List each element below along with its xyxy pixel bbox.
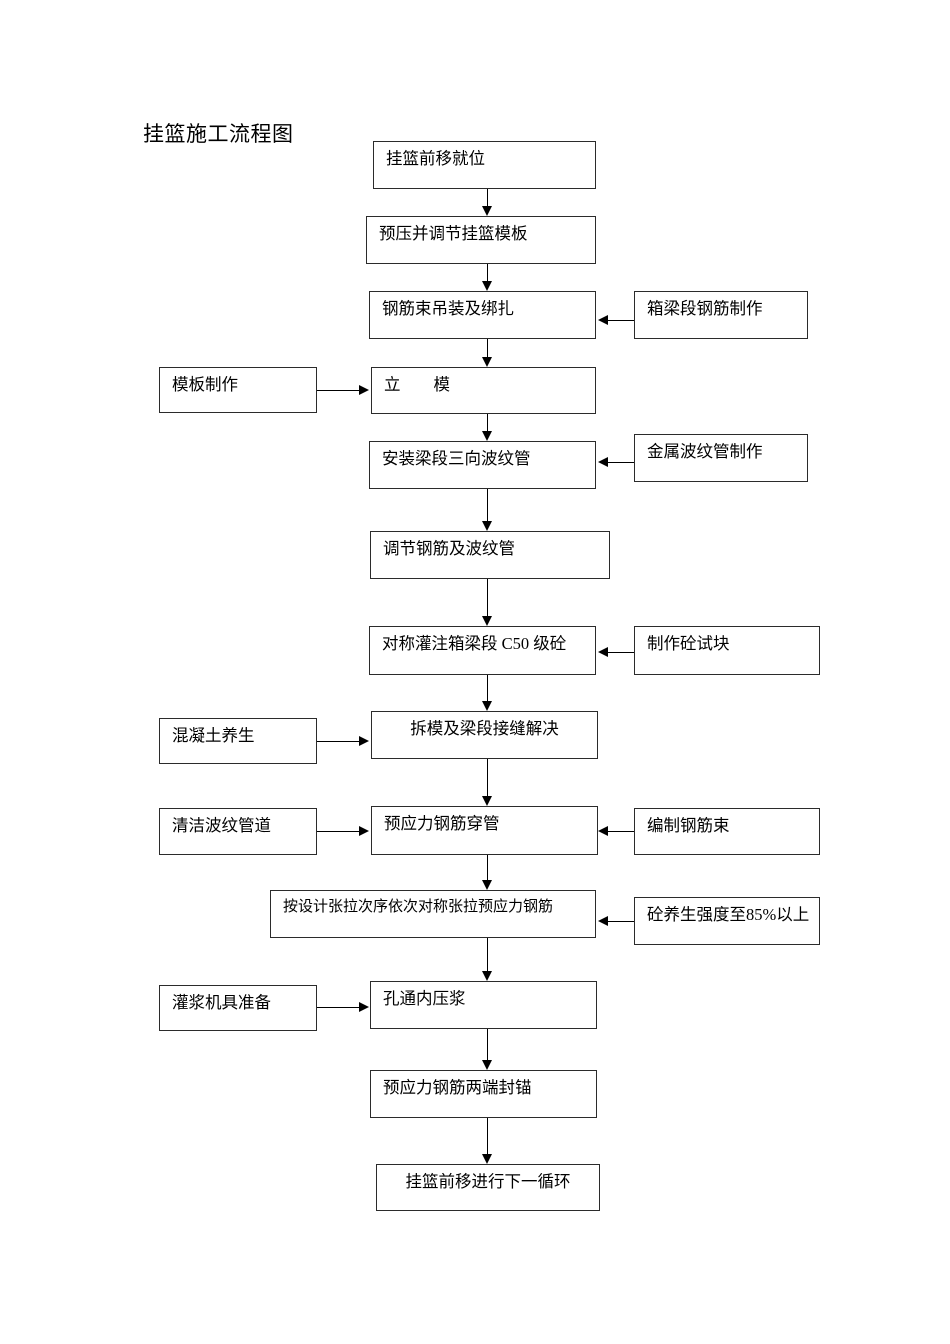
flow-connector-n5-n6-line	[487, 489, 488, 522]
flow-node-n10: 按设计张拉次序依次对称张拉预应力钢筋	[270, 890, 596, 938]
flow-connector-n9-n10-arrow	[482, 880, 492, 890]
flow-connector-n7-n8-line	[487, 675, 488, 702]
flow-node-n4: 立 模	[371, 367, 596, 414]
flow-connector-n7-n8-arrow	[482, 701, 492, 711]
flow-node-label: 安装梁段三向波纹管	[382, 449, 531, 468]
flow-node-n1: 挂篮前移就位	[373, 141, 596, 189]
flow-node-n11: 孔通内压浆	[370, 981, 597, 1029]
flow-node-label: 预应力钢筋两端封锚	[383, 1078, 532, 1097]
flow-node-r2: 金属波纹管制作	[634, 434, 808, 482]
feeder-line-r3	[607, 652, 634, 653]
flow-connector-n8-n9-line	[487, 759, 488, 797]
flow-node-label: 混凝土养生	[172, 726, 255, 745]
flow-connector-n10-n11-arrow	[482, 971, 492, 981]
flow-node-label: 清洁波纹管道	[172, 816, 271, 835]
flow-node-n9: 预应力钢筋穿管	[371, 806, 598, 855]
flow-node-r3: 制作砼试块	[634, 626, 820, 675]
flow-node-r4: 编制钢筋束	[634, 808, 820, 855]
flow-node-n13: 挂篮前移进行下一循环	[376, 1164, 600, 1211]
feeder-line-r1	[607, 320, 634, 321]
flow-connector-n11-n12-arrow	[482, 1060, 492, 1070]
flow-node-l2: 混凝土养生	[159, 718, 317, 764]
flow-connector-n6-n7-arrow	[482, 616, 492, 626]
feeder-arrow-r1	[598, 315, 608, 325]
flow-node-label: 金属波纹管制作	[647, 442, 763, 461]
flow-node-label: 灌浆机具准备	[172, 993, 271, 1012]
flow-connector-n1-n2-line	[487, 189, 488, 207]
page-title: 挂篮施工流程图	[143, 122, 294, 146]
flow-node-l1: 模板制作	[159, 367, 317, 413]
feeder-arrow-l1	[359, 385, 369, 395]
flow-node-label: 拆模及梁段接缝解决	[410, 719, 559, 738]
flow-node-label: 模板制作	[172, 375, 238, 394]
flow-connector-n10-n11-line	[487, 938, 488, 972]
flow-connector-n2-n3-arrow	[482, 281, 492, 291]
flow-connector-n1-n2-arrow	[482, 206, 492, 216]
flow-node-label: 孔通内压浆	[383, 989, 466, 1008]
feeder-line-r2	[607, 462, 634, 463]
feeder-arrow-l2	[359, 736, 369, 746]
flow-node-label: 挂篮前移进行下一循环	[405, 1172, 571, 1191]
feeder-arrow-r2	[598, 457, 608, 467]
feeder-arrow-l4	[359, 1002, 369, 1012]
flow-node-r1: 箱梁段钢筋制作	[634, 291, 808, 339]
flow-connector-n2-n3-line	[487, 264, 488, 282]
flow-node-l4: 灌浆机具准备	[159, 985, 317, 1031]
flow-node-n3: 钢筋束吊装及绑扎	[369, 291, 596, 339]
flow-node-label: 立 模	[384, 375, 450, 394]
feeder-line-l1	[317, 390, 360, 391]
flow-connector-n9-n10-line	[487, 855, 488, 881]
flow-node-label: 预压并调节挂篮模板	[379, 224, 528, 243]
feeder-arrow-r4	[598, 826, 608, 836]
flow-connector-n3-n4-arrow	[482, 357, 492, 367]
flow-node-n5: 安装梁段三向波纹管	[369, 441, 596, 489]
feeder-arrow-l3	[359, 826, 369, 836]
flow-connector-n3-n4-line	[487, 339, 488, 358]
flow-node-label: 按设计张拉次序依次对称张拉预应力钢筋	[283, 899, 554, 915]
flow-node-label: 调节钢筋及波纹管	[383, 539, 515, 558]
flow-node-r5: 砼养生强度至85%以上	[634, 897, 820, 945]
flow-node-n6: 调节钢筋及波纹管	[370, 531, 610, 579]
flow-node-label: 挂篮前移就位	[386, 149, 485, 168]
flow-node-label: 钢筋束吊装及绑扎	[382, 299, 514, 318]
feeder-line-l2	[317, 741, 360, 742]
flow-node-l3: 清洁波纹管道	[159, 808, 317, 855]
flow-connector-n12-n13-line	[487, 1118, 488, 1155]
flow-connector-n8-n9-arrow	[482, 796, 492, 806]
flow-node-label: 对称灌注箱梁段 C50 级砼	[382, 634, 567, 653]
feeder-line-l4	[317, 1007, 360, 1008]
flow-node-n12: 预应力钢筋两端封锚	[370, 1070, 597, 1118]
feeder-line-r4	[607, 831, 634, 832]
flow-node-label: 编制钢筋束	[647, 816, 730, 835]
flow-connector-n6-n7-line	[487, 579, 488, 617]
feeder-line-l3	[317, 831, 360, 832]
flow-connector-n4-n5-arrow	[482, 431, 492, 441]
feeder-arrow-r3	[598, 647, 608, 657]
flow-connector-n12-n13-arrow	[482, 1154, 492, 1164]
flow-connector-n4-n5-line	[487, 414, 488, 432]
flow-node-label: 制作砼试块	[647, 634, 730, 653]
flow-node-n8: 拆模及梁段接缝解决	[371, 711, 598, 759]
feeder-arrow-r5	[598, 916, 608, 926]
flow-node-label: 砼养生强度至85%以上	[647, 905, 810, 924]
feeder-line-r5	[607, 921, 634, 922]
flow-node-label: 箱梁段钢筋制作	[647, 299, 763, 318]
flow-node-n7: 对称灌注箱梁段 C50 级砼	[369, 626, 596, 675]
flow-node-label: 预应力钢筋穿管	[384, 814, 500, 833]
flow-node-n2: 预压并调节挂篮模板	[366, 216, 596, 264]
flow-connector-n11-n12-line	[487, 1029, 488, 1061]
flow-connector-n5-n6-arrow	[482, 521, 492, 531]
